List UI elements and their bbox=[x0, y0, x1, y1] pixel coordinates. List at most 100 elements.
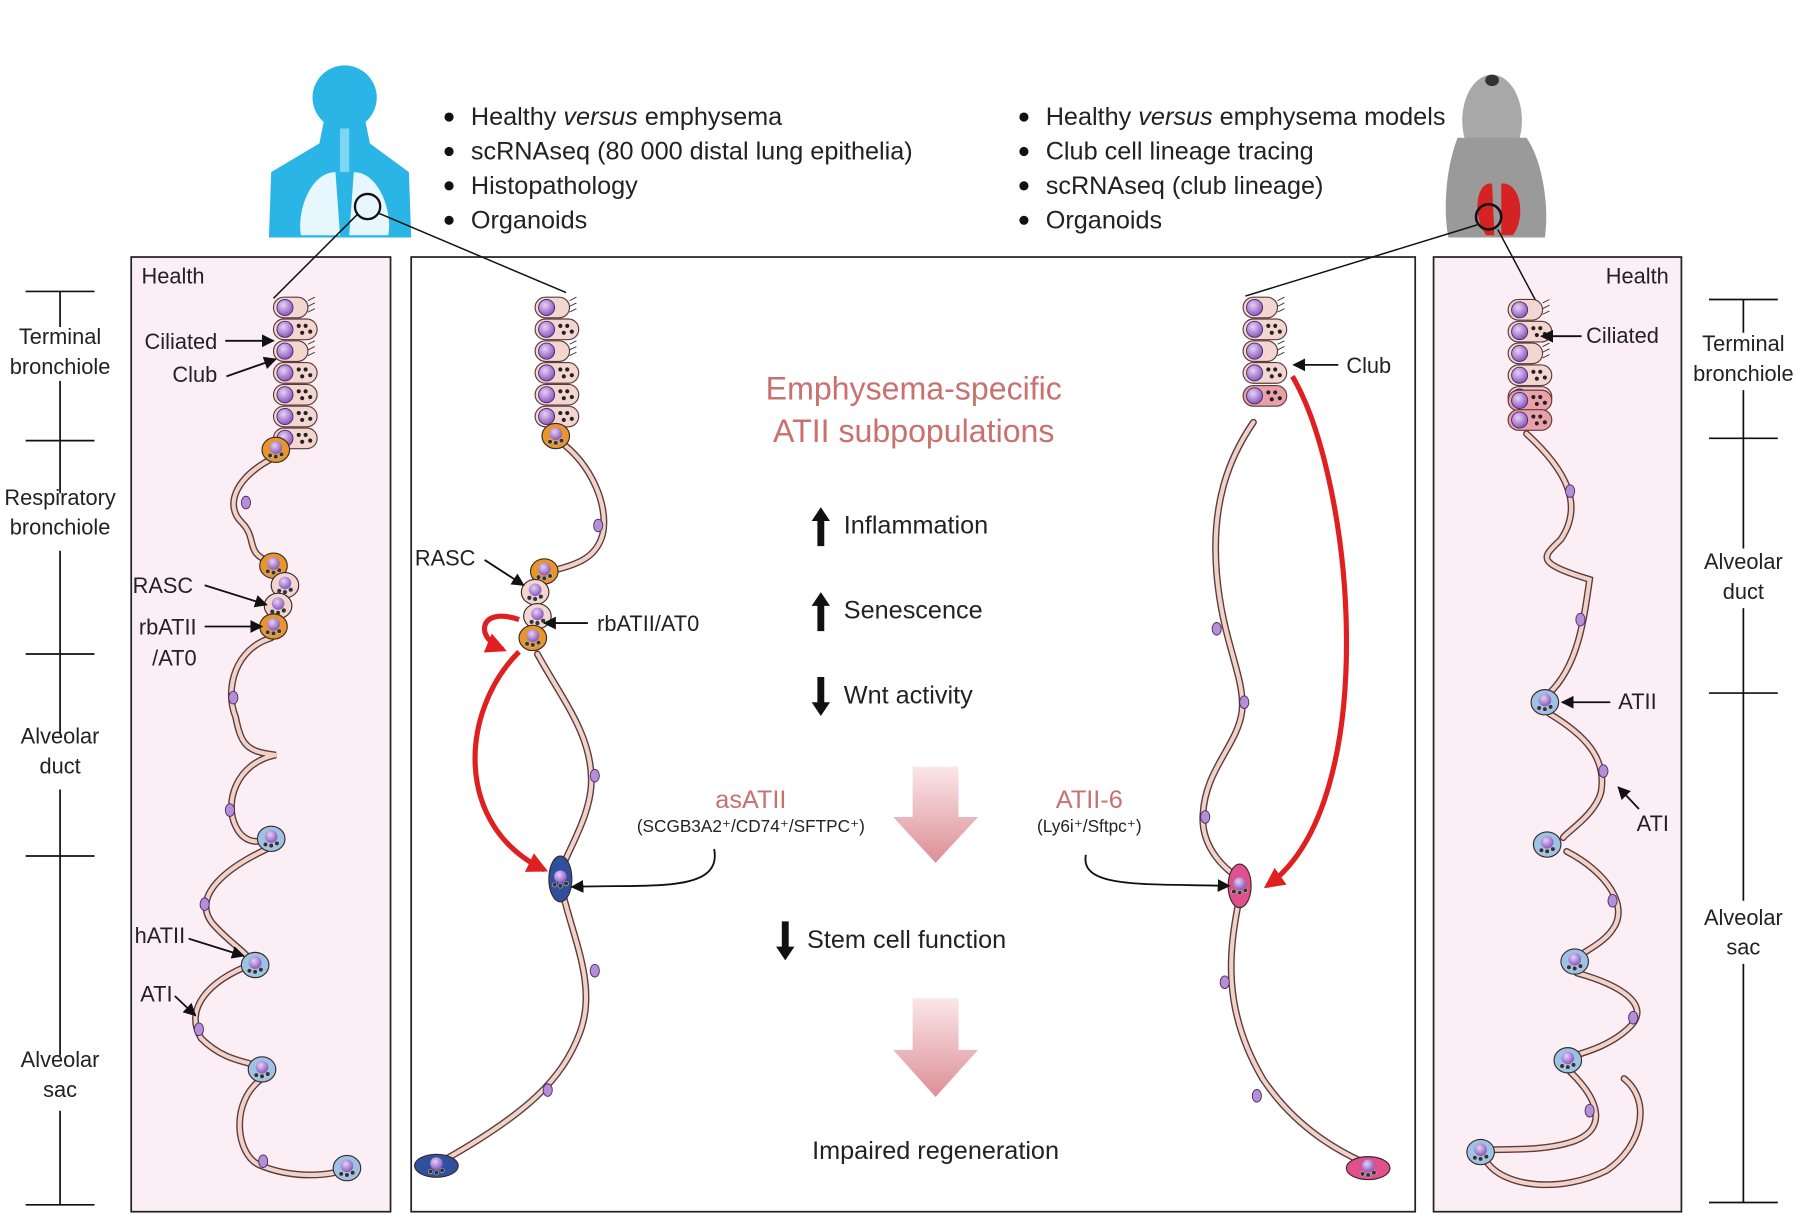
center-title-line1: Emphysema-specific bbox=[766, 370, 1062, 406]
zoom-lines bbox=[272, 212, 1537, 301]
club-cell bbox=[1507, 320, 1553, 343]
downstream-arrow-1 bbox=[893, 766, 979, 863]
bullet-item: Organoids bbox=[471, 206, 587, 234]
atii-cell bbox=[541, 422, 571, 450]
lineage-arrows bbox=[472, 375, 1350, 889]
ati-cell-nucleus bbox=[1575, 612, 1586, 627]
bullet-dot bbox=[444, 215, 454, 225]
ati-cell-nucleus bbox=[1565, 484, 1576, 498]
ciliated-cell bbox=[1507, 298, 1550, 321]
club-cell bbox=[1242, 362, 1288, 384]
label-hatii: hATII bbox=[135, 923, 185, 948]
asatii-markers: (SCGB3A2⁺/CD74⁺/SFTPC⁺) bbox=[637, 816, 865, 836]
epithelial-wall-fill bbox=[440, 890, 589, 1164]
atii6-name: ATII-6 bbox=[1056, 786, 1123, 814]
bullet-item: scRNAseq (club lineage) bbox=[1046, 172, 1324, 200]
epithelial-wall-fill bbox=[229, 635, 277, 844]
ati-cell-nucleus bbox=[258, 1154, 269, 1168]
label-rbatii-center: rbATII/AT0 bbox=[597, 611, 699, 636]
scale-label-left: sac bbox=[43, 1077, 77, 1102]
hatii-cell bbox=[332, 1154, 362, 1182]
rbatii-self-renewal-arrow bbox=[482, 613, 520, 653]
label-rasc-center: RASC bbox=[415, 546, 476, 571]
label-ati-right: ATI bbox=[1637, 811, 1669, 836]
label-club: Club bbox=[172, 362, 217, 387]
effect-arrows bbox=[776, 507, 831, 961]
ati-cell-nucleus bbox=[542, 1083, 553, 1097]
epithelial-wall-fill bbox=[231, 454, 278, 565]
club-cell bbox=[534, 383, 580, 406]
ati-cell-nucleus bbox=[1598, 764, 1609, 778]
club-cell bbox=[272, 318, 318, 341]
ati-cell-nucleus bbox=[199, 897, 210, 911]
scale-label-right: sac bbox=[1726, 935, 1760, 960]
bullet-item: scRNAseq (80 000 distal lung epithelia) bbox=[471, 137, 913, 165]
bullet-dot bbox=[1019, 181, 1029, 191]
rasc-cell bbox=[270, 572, 300, 599]
atii6-cell bbox=[1227, 863, 1252, 909]
label-ciliated-right: Ciliated bbox=[1586, 323, 1659, 348]
atii-cell bbox=[1560, 948, 1590, 975]
effect-stem-cell: Stem cell function bbox=[807, 926, 1006, 954]
scale-label-right: Terminal bbox=[1702, 331, 1784, 356]
club-cell bbox=[534, 318, 580, 341]
epithelial-wall-fill bbox=[1547, 711, 1605, 840]
arrow-down-icon bbox=[811, 676, 831, 717]
label-ciliated: Ciliated bbox=[145, 329, 218, 354]
scale-label-left: bronchiole bbox=[10, 515, 111, 540]
hatii-cell bbox=[240, 951, 270, 979]
atii-cell bbox=[1532, 831, 1562, 858]
ciliated-cell bbox=[1242, 340, 1285, 363]
rbatii-to-asatii-arrow bbox=[472, 649, 549, 873]
label-ati: ATI bbox=[140, 982, 172, 1007]
label-atii-right: ATII bbox=[1618, 689, 1656, 714]
outcome-label: Impaired regeneration bbox=[812, 1137, 1059, 1165]
epithelial-wall-fill bbox=[237, 1076, 351, 1178]
ati-cell-nucleus bbox=[228, 690, 239, 705]
hatii-cell bbox=[247, 1056, 277, 1083]
atii6-markers: (Ly6i⁺/Sftpc⁺) bbox=[1037, 816, 1142, 836]
bullet-dot bbox=[1019, 112, 1029, 122]
ati-cell-nucleus bbox=[224, 803, 235, 817]
club-cell bbox=[534, 362, 580, 384]
club-cell bbox=[272, 405, 318, 428]
left-health-panel bbox=[130, 256, 392, 1213]
atii6-cell bbox=[1345, 1156, 1391, 1181]
effect-senescence: Senescence bbox=[844, 596, 983, 624]
asatii-cell bbox=[548, 855, 573, 903]
scale-label-left: duct bbox=[39, 753, 80, 778]
left-panel-title: Health bbox=[142, 263, 205, 288]
bullet-item: Organoids bbox=[1046, 206, 1162, 234]
epithelial-wall-fill bbox=[1524, 431, 1592, 696]
scale-label-left: Respiratory bbox=[4, 485, 116, 510]
atii-cell bbox=[1466, 1138, 1495, 1166]
asatii-name: asATII bbox=[715, 786, 786, 814]
scale-label-right: duct bbox=[1723, 579, 1764, 604]
rasc-cell bbox=[259, 552, 288, 579]
club-cell bbox=[534, 405, 580, 428]
ati-cell-nucleus bbox=[589, 963, 600, 978]
club-cell bbox=[1242, 384, 1288, 407]
bullet-dot bbox=[444, 146, 454, 157]
scale-label-left: Alveolar bbox=[21, 1047, 100, 1072]
atii-cell bbox=[1530, 689, 1560, 716]
club-cell bbox=[1242, 318, 1288, 341]
ati-cell-nucleus bbox=[240, 495, 252, 510]
ati-cell-nucleus bbox=[1584, 1103, 1595, 1118]
atii-cell bbox=[261, 436, 291, 463]
club-cell bbox=[272, 362, 318, 384]
scale-label-left: bronchiole bbox=[10, 354, 111, 379]
bullet-dot bbox=[1019, 215, 1029, 225]
ati-cell-nucleus bbox=[1239, 695, 1250, 710]
asatii-cell bbox=[414, 1153, 459, 1178]
ati-cell-nucleus bbox=[593, 518, 604, 533]
ati-cell-nucleus bbox=[1251, 1089, 1262, 1103]
ati-cell-nucleus bbox=[193, 1022, 204, 1037]
bullet-item: Healthy versus emphysema bbox=[471, 103, 783, 131]
ciliated-cell bbox=[272, 340, 316, 363]
label-club-center: Club bbox=[1346, 353, 1391, 378]
effect-wnt: Wnt activity bbox=[844, 681, 973, 709]
label-pointers bbox=[174, 329, 1640, 1017]
